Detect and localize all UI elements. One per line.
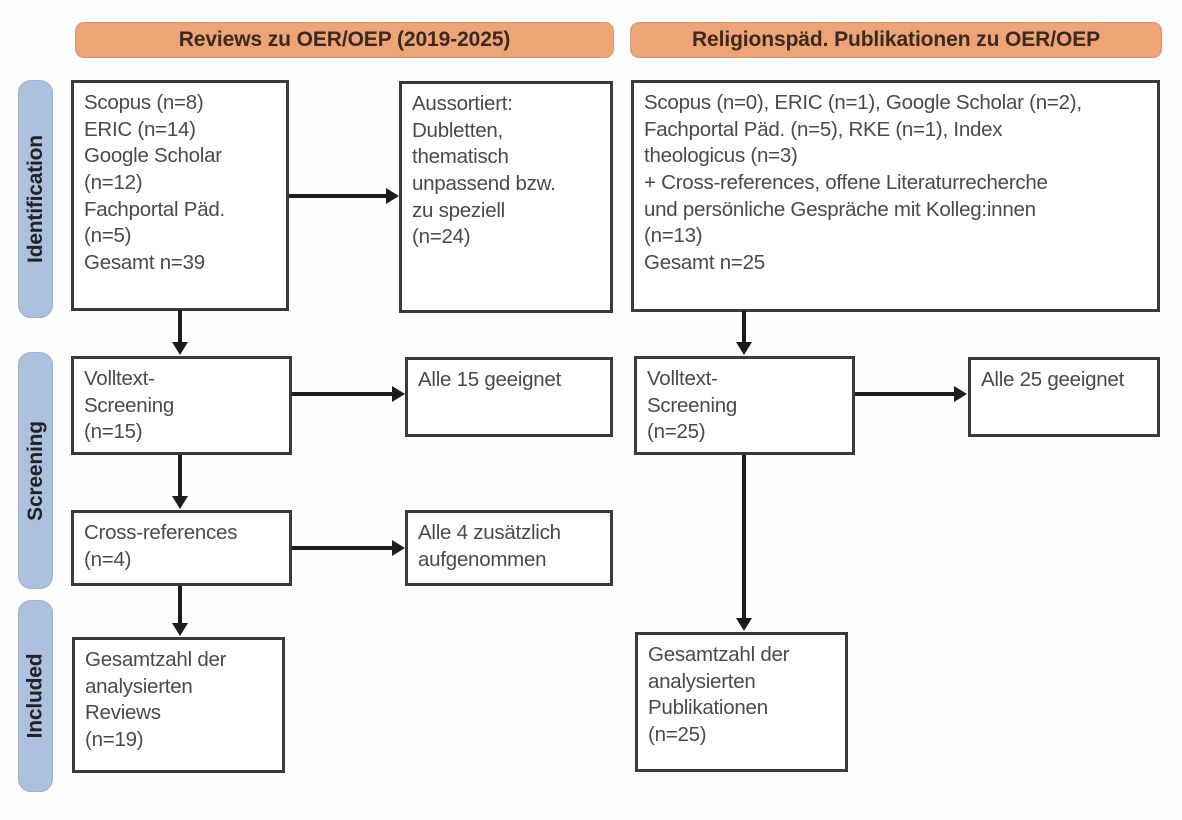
text-line: Cross-references [84, 521, 238, 544]
connector-left-crossrefs-to-included [178, 586, 182, 625]
connector-right-screening-to-result [855, 392, 955, 396]
text-line: Alle 25 geeignet [981, 368, 1125, 391]
stage-bar-identification-label: Identification [23, 135, 47, 263]
box-left-excluded: Aussortiert: Dubletten, thematisch unpas… [399, 81, 613, 313]
box-left-fulltext-screening: Volltext- Screening (n=15) [71, 356, 292, 455]
text-line: + Cross-references, offene Literaturrech… [644, 170, 1048, 194]
text-line: Fachportal Päd. (n=5), RKE (n=1), Index [644, 117, 1003, 141]
arrowhead-right-icon [392, 386, 405, 402]
arrowhead-down-icon [172, 342, 188, 355]
text-line: Aussortiert: [412, 92, 513, 115]
text-line: Gesamt n=39 [84, 250, 205, 274]
column-header-publications: Religionspäd. Publikationen zu OER/OEP [630, 22, 1162, 58]
connector-left-sources-to-excluded [289, 194, 387, 198]
text-line: ERIC (n=14) [84, 117, 196, 141]
text-line: theologicus (n=3) [644, 144, 798, 168]
arrowhead-right-icon [386, 188, 399, 204]
text-line: Screening [647, 393, 738, 417]
text-line: Dubletten, [412, 118, 503, 142]
text-line: und persönliche Gespräche mit Kolleg:inn… [644, 197, 1036, 221]
text-line: Alle 4 zusätzlich [418, 521, 561, 544]
box-right-fulltext-screening: Volltext- Screening (n=25) [634, 356, 855, 455]
stage-bar-screening-label: Screening [23, 420, 47, 521]
connector-right-sources-to-screening [742, 311, 746, 344]
text-line: zu speziell [412, 198, 505, 222]
column-header-reviews: Reviews zu OER/OEP (2019-2025) [75, 22, 614, 58]
text-line: Publikationen [648, 696, 768, 720]
box-left-identification-sources: Scopus (n=8) ERIC (n=14) Google Scholar … [71, 80, 289, 311]
arrowhead-down-icon [736, 342, 752, 355]
stage-bar-identification: Identification [18, 80, 53, 318]
text-line: (n=5) [84, 224, 132, 248]
arrowhead-down-icon [172, 623, 188, 636]
text-line: Google Scholar [84, 144, 222, 168]
connector-right-screening-to-included [742, 455, 746, 620]
connector-left-sources-to-screening [178, 310, 182, 344]
text-line: (n=19) [85, 727, 144, 751]
box-left-cross-references-result: Alle 4 zusätzlich aufgenommen [405, 510, 613, 586]
arrowhead-down-icon [736, 618, 752, 631]
box-right-fulltext-result: Alle 25 geeignet [968, 357, 1160, 437]
text-line: (n=25) [647, 420, 706, 444]
arrowhead-right-icon [392, 540, 405, 556]
text-line: (n=4) [84, 547, 132, 571]
connector-left-screening-to-result [292, 392, 393, 396]
arrowhead-down-icon [172, 496, 188, 509]
text-line: Volltext- [647, 367, 718, 390]
stage-bar-included-label: Included [23, 653, 47, 739]
text-line: Gesamtzahl der [85, 648, 227, 671]
text-line: Fachportal Päd. [84, 197, 225, 221]
box-right-identification-sources: Scopus (n=0), ERIC (n=1), Google Scholar… [631, 80, 1160, 312]
text-line: Volltext- [84, 367, 155, 390]
text-line: unpassend bzw. [412, 171, 556, 195]
text-line: Screening [84, 393, 175, 417]
text-line: analysierten [648, 669, 756, 693]
text-line: Scopus (n=0), ERIC (n=1), Google Scholar… [644, 91, 1082, 114]
connector-left-screening-to-crossrefs [178, 455, 182, 498]
text-line: Reviews [85, 701, 161, 725]
connector-left-crossrefs-to-result [292, 546, 393, 550]
text-line: analysierten [85, 674, 193, 698]
stage-bar-screening: Screening [18, 352, 53, 589]
column-header-publications-label: Religionspäd. Publikationen zu OER/OEP [691, 28, 1101, 51]
stage-bar-included: Included [18, 600, 53, 792]
column-header-reviews-label: Reviews zu OER/OEP (2019-2025) [178, 28, 511, 51]
text-line: (n=15) [84, 420, 143, 444]
text-line: (n=25) [648, 722, 707, 746]
text-line: (n=24) [412, 225, 471, 249]
text-line: Gesamtzahl der [648, 643, 790, 666]
text-line: aufgenommen [418, 547, 547, 571]
text-line: thematisch [412, 145, 509, 169]
text-line: (n=13) [644, 224, 703, 248]
text-line: Alle 15 geeignet [418, 368, 562, 391]
text-line: Scopus (n=8) [84, 91, 204, 114]
box-left-fulltext-result: Alle 15 geeignet [405, 357, 613, 437]
text-line: Gesamt n=25 [644, 250, 765, 274]
box-left-cross-references: Cross-references (n=4) [71, 510, 292, 586]
box-left-included-total: Gesamtzahl der analysierten Reviews (n=1… [72, 637, 285, 773]
arrowhead-right-icon [954, 386, 967, 402]
text-line: (n=12) [84, 170, 143, 194]
box-right-included-total: Gesamtzahl der analysierten Publikatione… [635, 632, 848, 772]
